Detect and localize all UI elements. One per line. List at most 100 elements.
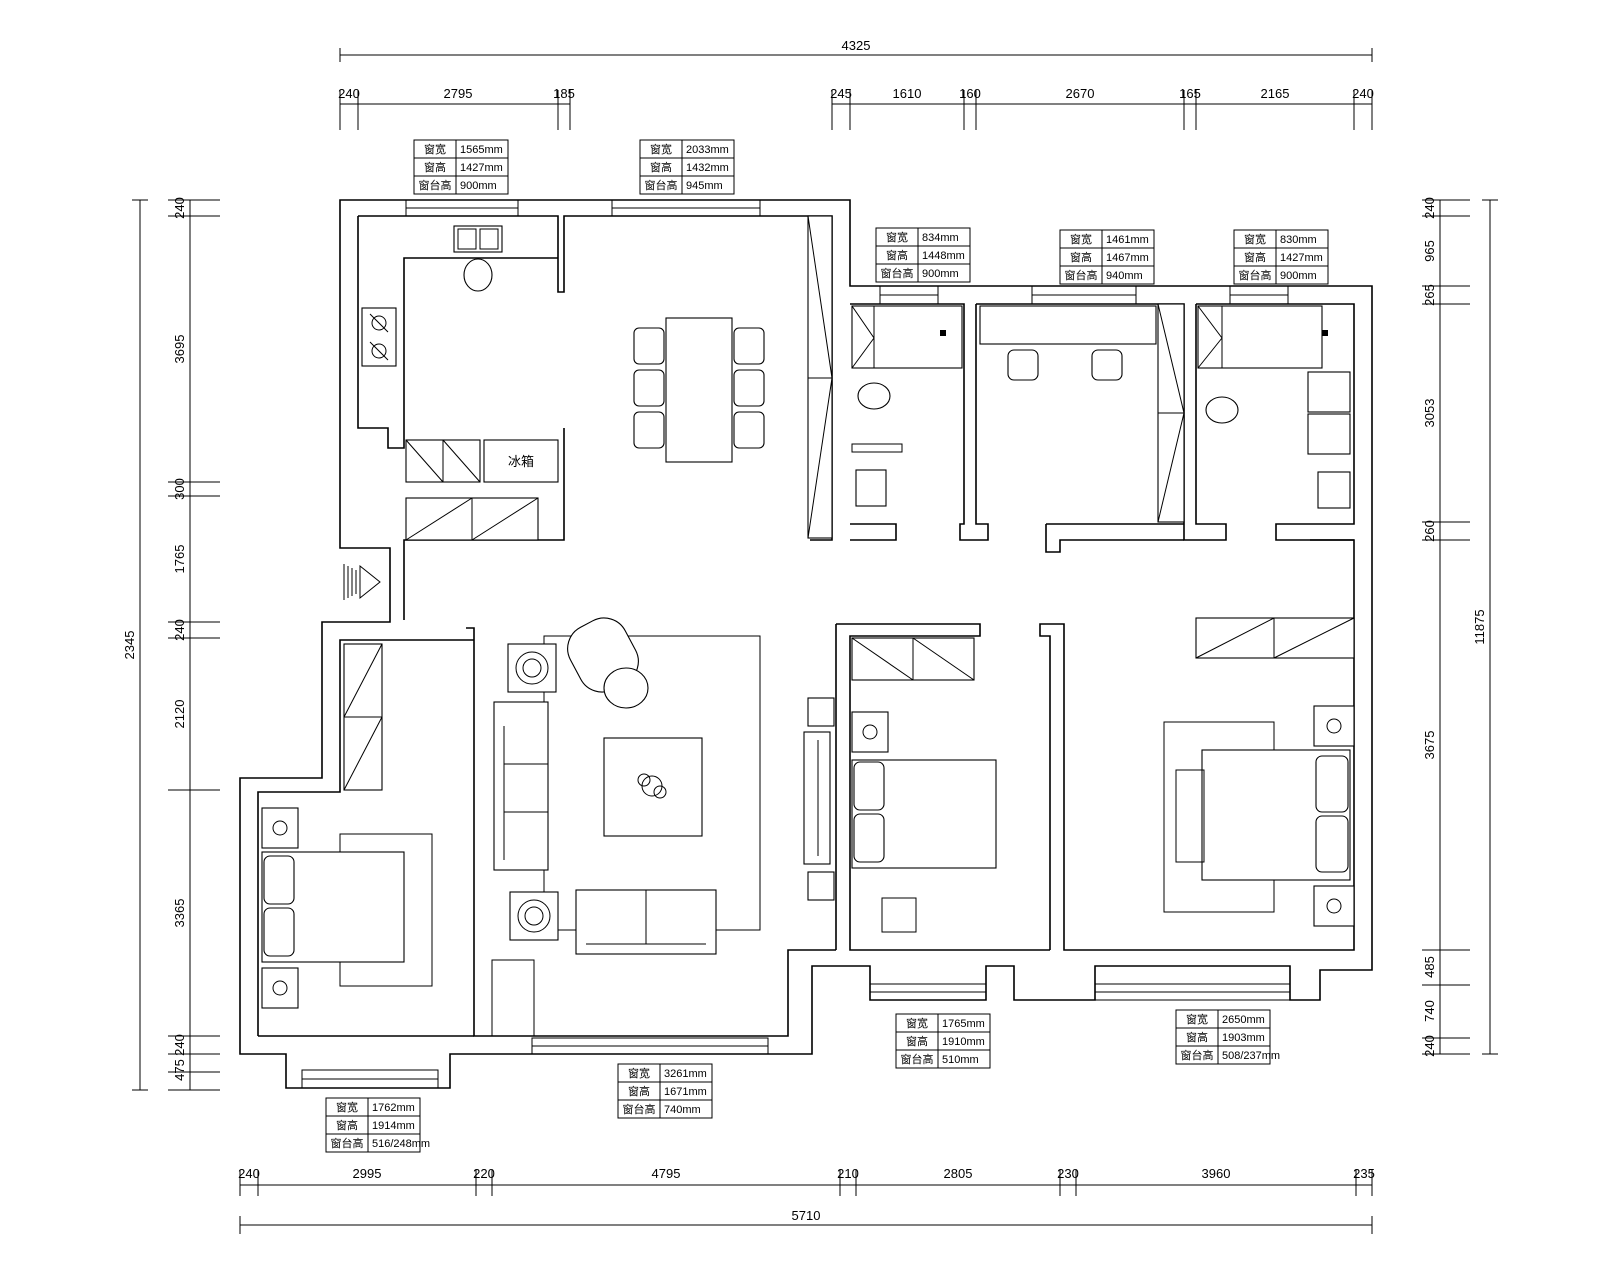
- armchair-icon: [567, 617, 649, 709]
- window-table-living: 窗宽 窗高 窗台高 3261mm 1671mm 740mm: [617, 1063, 713, 1119]
- fridge-icon: [483, 439, 559, 483]
- dim-right-3: 3053: [1422, 399, 1437, 428]
- label-height: 窗高: [1070, 250, 1092, 264]
- dimension-right: 11875 240 965 265 3053 260 3675 485 740 …: [1422, 197, 1498, 1057]
- dimension-left: 2345 240 3695 300 1765 240 2120 3365 240…: [122, 197, 220, 1091]
- window-sill: 900mm: [1280, 270, 1317, 282]
- window-table-kitchen: 窗宽 窗高 窗台高 1565mm 1427mm 900mm: [413, 139, 509, 195]
- dim-top-left-1: 2795: [444, 86, 473, 101]
- label-height: 窗高: [336, 1118, 358, 1132]
- dim-left-5: 2120: [172, 700, 187, 729]
- window-width: 2650mm: [1222, 1014, 1265, 1026]
- washer-icon: [1307, 371, 1351, 413]
- dining-furniture: [633, 215, 833, 539]
- dim-top-right-1: 1610: [893, 86, 922, 101]
- windows: [301, 199, 1291, 1089]
- dim-right-2: 265: [1422, 284, 1437, 306]
- coffee-table: [603, 737, 703, 837]
- nightstand: [851, 711, 889, 753]
- office-chair-icon: [1091, 349, 1123, 381]
- bench: [1175, 769, 1205, 863]
- dim-right-8: 240: [1422, 1035, 1437, 1057]
- wardrobe-dining: [807, 215, 833, 539]
- window-height: 1903mm: [1222, 1032, 1265, 1044]
- fridge-label: 冰箱: [508, 454, 534, 469]
- label-width: 窗宽: [1244, 232, 1266, 246]
- bed-2-furniture: [851, 637, 997, 933]
- dim-right-1: 965: [1422, 240, 1437, 262]
- dim-top-left-0: 240: [338, 86, 360, 101]
- window-sill: 510mm: [942, 1054, 979, 1066]
- window-width: 1762mm: [372, 1102, 415, 1114]
- stove-icon: [361, 307, 397, 367]
- entrance-arrow-icon: [343, 564, 381, 600]
- dim-left-4: 240: [172, 619, 187, 641]
- dim-right-total: 11875: [1472, 609, 1487, 644]
- dim-bottom-2: 220: [473, 1166, 495, 1181]
- label-height: 窗高: [1186, 1030, 1208, 1044]
- bath-1-bottom: [850, 523, 897, 541]
- bed-2-walls: [835, 623, 1050, 951]
- dim-bottom-8: 235: [1353, 1166, 1375, 1181]
- window-table-master-bed: 窗宽 窗高 窗台高 2650mm 1903mm 508/237mm: [1175, 1009, 1280, 1065]
- label-width: 窗宽: [628, 1066, 650, 1080]
- window-table-dining: 窗宽 窗高 窗台高 2033mm 1432mm 945mm: [639, 139, 735, 195]
- label-height: 窗高: [886, 248, 908, 262]
- window-height: 1448mm: [922, 250, 965, 262]
- dim-bottom-5: 2805: [944, 1166, 973, 1181]
- window-table-bed-2: 窗宽 窗高 窗台高 1765mm 1910mm 510mm: [895, 1013, 991, 1069]
- toilet-icon: [857, 382, 891, 410]
- dim-bottom-3: 4795: [652, 1166, 681, 1181]
- toilet-icon: [1205, 396, 1239, 424]
- bathtub-icon: [851, 305, 963, 369]
- dim-left-8: 475: [172, 1059, 187, 1081]
- label-width: 窗宽: [1070, 232, 1092, 246]
- entrance: [343, 564, 381, 600]
- window-table-bed-3: 窗宽 窗高 窗台高 1762mm 1914mm 516/248mm: [325, 1097, 430, 1153]
- dim-right-7: 740: [1422, 1000, 1437, 1022]
- label-sill: 窗台高: [1181, 1048, 1214, 1062]
- label-width: 窗宽: [424, 142, 446, 156]
- label-width: 窗宽: [906, 1016, 928, 1030]
- label-height: 窗高: [650, 160, 672, 174]
- window-width: 830mm: [1280, 234, 1317, 246]
- dim-right-4: 260: [1422, 520, 1437, 542]
- living-walls: [466, 627, 836, 1037]
- chair-icon: [733, 411, 765, 449]
- chair-icon: [633, 411, 665, 449]
- label-sill: 窗台高: [623, 1102, 656, 1116]
- window-sill: 740mm: [664, 1104, 701, 1116]
- label-width: 窗宽: [886, 230, 908, 244]
- window-height: 1910mm: [942, 1036, 985, 1048]
- nightstand: [261, 967, 299, 1009]
- master-bed-furniture: [1163, 617, 1355, 927]
- nightstand: [1313, 885, 1355, 927]
- label-sill: 窗台高: [645, 178, 678, 192]
- window-width: 3261mm: [664, 1068, 707, 1080]
- desk: [979, 305, 1157, 345]
- label-height: 窗高: [424, 160, 446, 174]
- label-height: 窗高: [628, 1084, 650, 1098]
- dim-right-6: 485: [1422, 956, 1437, 978]
- dim-top-total: 4325: [842, 38, 871, 53]
- window-table-study: 窗宽 窗高 窗台高 1461mm 1467mm 940mm: [1059, 229, 1155, 285]
- dim-bottom-1: 2995: [353, 1166, 382, 1181]
- dim-right-5: 3675: [1422, 731, 1437, 760]
- label-height: 窗高: [1244, 250, 1266, 264]
- bath-1-furniture: [851, 305, 963, 507]
- shower-icon: [1197, 305, 1323, 369]
- basin-icon: [1317, 471, 1351, 509]
- window-height: 1432mm: [686, 162, 729, 174]
- sofa-side: [493, 701, 549, 871]
- dim-left-7: 240: [172, 1034, 187, 1056]
- pillow-icon: [853, 761, 885, 811]
- nightstand: [261, 807, 299, 849]
- dim-left-3: 1765: [172, 545, 187, 574]
- study-bottom: [1045, 523, 1184, 553]
- kitchen-furniture: 冰箱: [361, 225, 559, 541]
- label-sill: 窗台高: [901, 1052, 934, 1066]
- dim-left-total: 2345: [122, 631, 137, 660]
- label-height: 窗高: [906, 1034, 928, 1048]
- dim-left-2: 300: [172, 478, 187, 500]
